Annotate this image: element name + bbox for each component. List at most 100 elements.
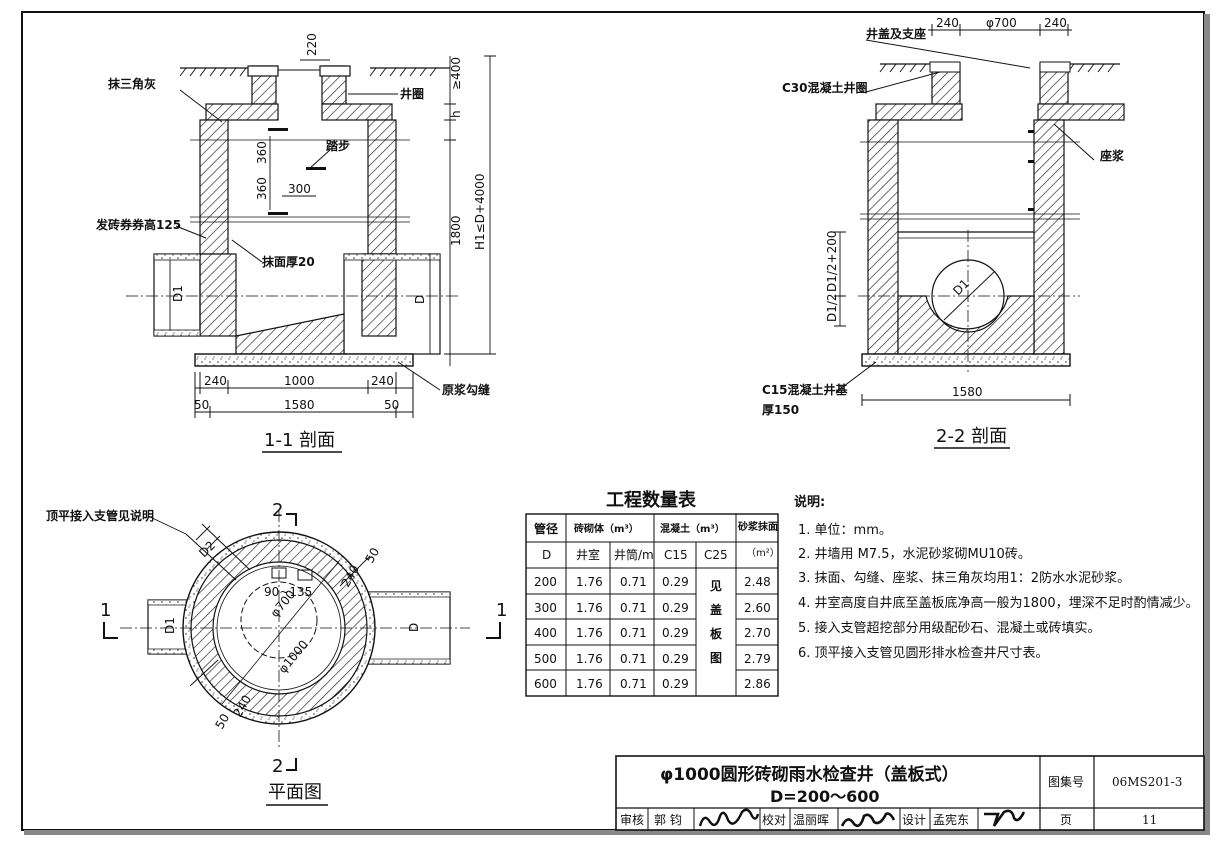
atlas-number: 06MS201-3 [1112, 775, 1182, 789]
drawing-subtitle: D=200～600 [770, 787, 880, 806]
sheet-border [21, 11, 1205, 831]
table-row: 400 1.76 0.71 0.29 2.70 [534, 626, 771, 640]
dim-half: D1/2 [825, 293, 839, 322]
mark-bottom-2: 2 [272, 756, 283, 777]
th-neck: 井筒/m [614, 547, 654, 562]
th-brick: 砖砌体（m³） [574, 522, 639, 535]
dim-d1: D1 [171, 285, 185, 302]
th-pipe: 管径 [534, 521, 558, 536]
page-label: 页 [1060, 813, 1072, 827]
cell-c15: 0.29 [662, 677, 689, 691]
cell-mortar: 2.60 [744, 601, 771, 615]
label-c15: C15混凝土井基 [762, 382, 849, 397]
c25-note-1: 盖 [710, 602, 722, 617]
th-mortar-unit: （m²） [746, 547, 780, 559]
plan-title: 平面图 [268, 782, 322, 803]
c25-note-0: 见 [710, 579, 722, 593]
cell-d: 500 [534, 652, 557, 666]
cell-well: 1.76 [576, 626, 603, 640]
dim-400: ≥400 [449, 57, 463, 90]
dim-w240b: 240 [371, 374, 394, 388]
dim-w1000: 1000 [284, 374, 315, 388]
cell-neck: 0.71 [620, 652, 647, 666]
dim-300: 300 [288, 182, 311, 196]
table-row: 500 1.76 0.71 0.29 2.79 [534, 652, 771, 666]
label-c30: C30混凝土井圈 [782, 80, 868, 95]
section-2-2-title: 2-2 剖面 [936, 426, 1007, 447]
dim-w1580-2: 1580 [952, 385, 983, 399]
dim-h: h [449, 110, 463, 118]
dim-d1-2: D1 [950, 276, 972, 298]
dim-1800: 1800 [449, 215, 463, 246]
label-jinggai: 井盖及支座 [866, 26, 926, 41]
plan-dim-ang: 90~135 [264, 585, 312, 599]
dim-t240b: 240 [1044, 16, 1067, 30]
th-concrete: 混凝土（m³） [660, 522, 725, 535]
label-mianhou: 抹面厚20 [262, 254, 315, 269]
signature-1 [698, 808, 760, 827]
c25-note-2: 板 [710, 626, 723, 641]
cell-d: 400 [534, 626, 557, 640]
plan-note: 顶平接入支管见说明 [46, 508, 154, 523]
mark-top-2: 2 [272, 500, 283, 521]
plan-view: 顶平接入支管见说明 2 2 1 1 D2 50 240 90~135 φ700 … [46, 500, 507, 806]
dim-w50a: 50 [194, 398, 209, 412]
th-c15: C15 [664, 548, 688, 562]
dim-220: 220 [305, 33, 319, 56]
label-hou150: 厚150 [762, 403, 799, 417]
cell-neck: 0.71 [620, 601, 647, 615]
dim-t240a: 240 [936, 16, 959, 30]
dim-360b: 360 [255, 177, 269, 200]
cell-well: 1.76 [576, 575, 603, 589]
th-c25: C25 [704, 548, 728, 562]
cell-neck: 0.71 [620, 626, 647, 640]
plan-dim-50b: 50 [212, 711, 232, 731]
th-well: 井室 [576, 547, 600, 562]
th-pipe-d: D [542, 548, 551, 562]
note-item-1: 1. 单位：mm。 [798, 523, 892, 538]
section-1-1-title: 1-1 剖面 [264, 430, 335, 451]
design-label: 设计 [902, 813, 926, 827]
table-row: 600 1.76 0.71 0.29 2.86 [534, 677, 771, 691]
design-name: 孟宪东 [933, 812, 969, 827]
note-item-6: 6. 顶平接入支管见圆形排水检查井尺寸表。 [798, 645, 1049, 661]
mark-left-1: 1 [100, 600, 111, 621]
table-row: 200 1.76 0.71 0.29 2.48 [534, 575, 771, 589]
label-sanjiao: 抹三角灰 [108, 76, 156, 91]
section-1-1: 抹三角灰 井圈 踏步 发砖券券高125 抹面厚20 原浆勾缝 220 ≥400 … [95, 33, 496, 453]
label-tabu: 踏步 [326, 138, 350, 153]
review-label: 审核 [620, 812, 644, 827]
atlas-label: 图集号 [1048, 774, 1084, 789]
cell-mortar: 2.86 [744, 677, 771, 691]
dim-t700: φ700 [986, 16, 1017, 30]
cell-d: 600 [534, 677, 557, 691]
signature-3 [984, 809, 1026, 827]
signature-2 [840, 812, 896, 828]
note-item-2: 2. 井墙用 M7.5，水泥砂浆砌MU10砖。 [798, 547, 1031, 562]
note-item-3: 3. 抹面、勾缝、座浆、抹三角灰均用1：2防水水泥砂浆。 [798, 570, 1130, 586]
quantity-table: 工程数量表 管径 D 砖砌体（m³） 混凝土（m³） 砂浆抹面 （m²） 井室 … [525, 489, 780, 697]
note-item-5: 5. 接入支管超挖部分用级配砂石、混凝土或砖填实。 [798, 620, 1101, 636]
notes-heading: 说明: [794, 494, 825, 510]
dim-360a: 360 [255, 141, 269, 164]
review-name: 郭 钧 [654, 813, 682, 827]
label-yuanjiang: 原浆勾缝 [442, 382, 490, 397]
cell-mortar: 2.70 [744, 626, 771, 640]
th-mortar: 砂浆抹面 [737, 520, 778, 533]
cell-c15: 0.29 [662, 575, 689, 589]
cell-well: 1.76 [576, 677, 603, 691]
dim-d: D [413, 295, 427, 304]
label-jingquan: 井圈 [400, 86, 424, 101]
cell-d: 200 [534, 575, 557, 589]
mark-right-1: 1 [496, 600, 507, 621]
table-row: 300 1.76 0.71 0.29 2.60 [534, 601, 771, 615]
notes: 说明: 1. 单位：mm。 2. 井墙用 M7.5，水泥砂浆砌MU10砖。 3.… [794, 494, 1199, 661]
section-2-2: 井盖及支座 C30混凝土井圈 座浆 C15混凝土井基 厚150 240 φ700… [762, 16, 1125, 449]
dim-w240a: 240 [204, 374, 227, 388]
c25-note-3: 图 [710, 651, 722, 665]
dim-h1: H1≤D+4000 [473, 173, 487, 250]
label-faquan: 发砖券券高125 [95, 217, 181, 232]
sheet-shadow-bottom [24, 830, 1210, 835]
label-zuojiang: 座浆 [1099, 148, 1125, 163]
